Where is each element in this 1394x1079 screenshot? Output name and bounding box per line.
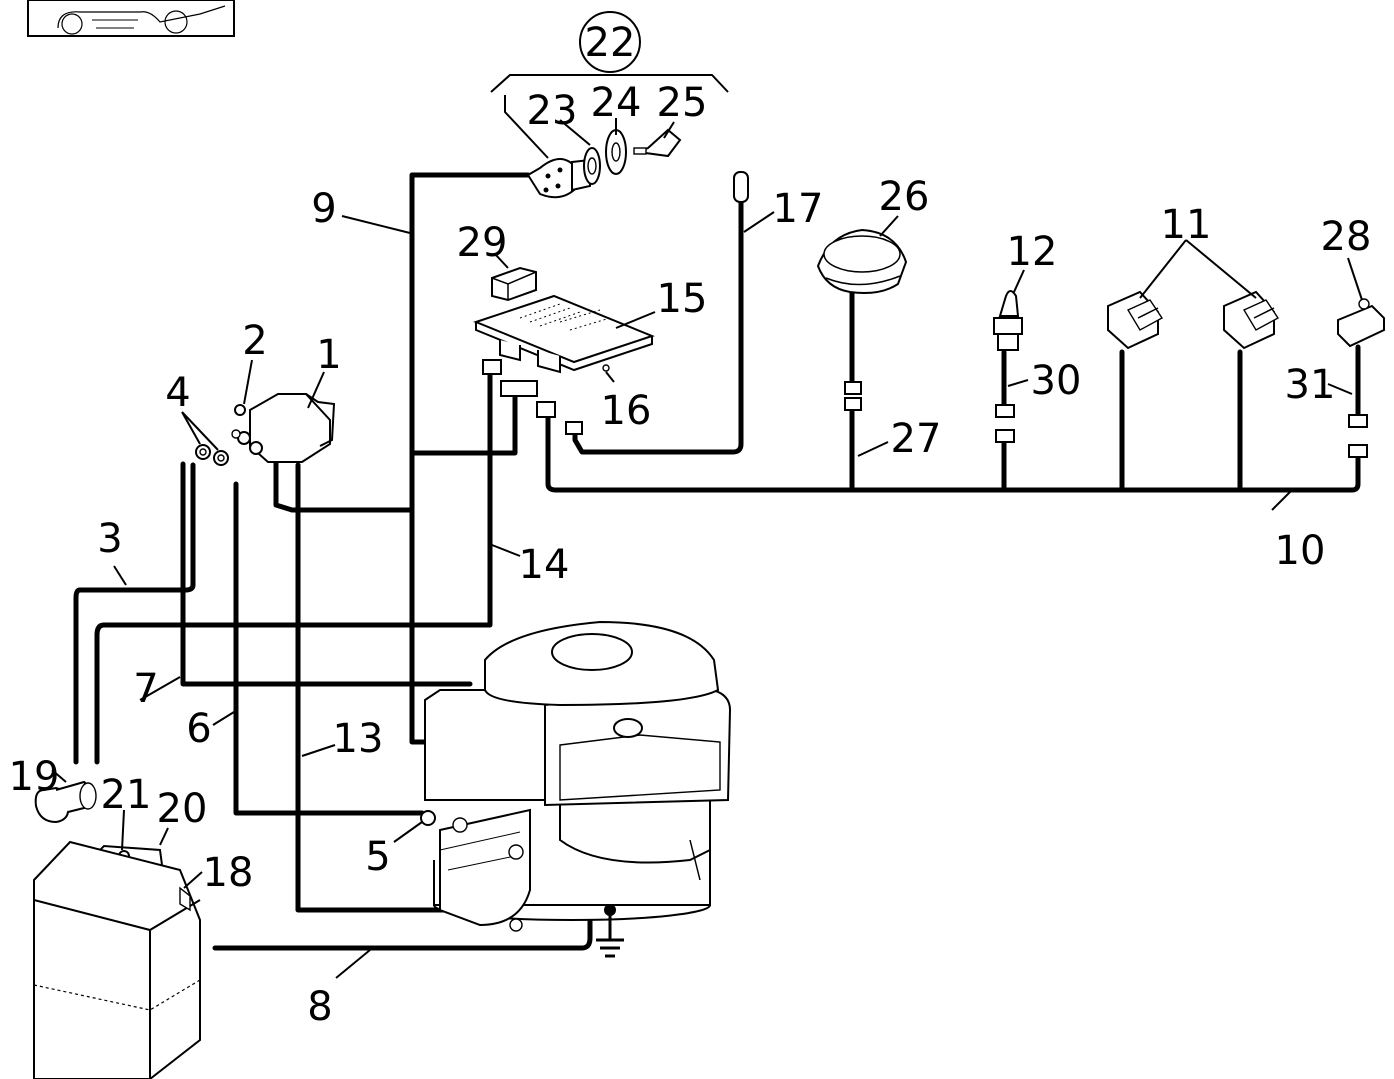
callout-14: 14 <box>519 542 570 588</box>
rocker-switch <box>1223 290 1280 350</box>
tractor-thumbnail-icon <box>27 0 235 37</box>
callout-23: 23 <box>527 88 578 134</box>
callout-28: 28 <box>1321 214 1372 260</box>
wire-harness <box>73 172 1361 951</box>
connector <box>500 380 538 397</box>
connector <box>995 404 1015 418</box>
callout-29: 29 <box>457 220 508 266</box>
callout-10: 10 <box>1275 528 1326 574</box>
callout-19: 19 <box>9 754 60 800</box>
callout-12: 12 <box>1007 229 1058 275</box>
callout-2: 2 <box>242 318 267 364</box>
sensor-probe <box>733 171 749 203</box>
screw <box>234 404 246 416</box>
battery <box>33 840 201 1079</box>
callout-20: 20 <box>157 786 208 832</box>
micro-switch <box>1337 298 1385 348</box>
callout-7: 7 <box>133 666 158 712</box>
callout-4: 4 <box>165 370 190 416</box>
pressure-sender <box>993 290 1023 351</box>
callout-16: 16 <box>601 388 652 434</box>
callout-8: 8 <box>307 984 332 1030</box>
callout-13: 13 <box>333 716 384 762</box>
relay <box>491 266 537 302</box>
ignition-switch-assembly <box>526 128 682 199</box>
horn <box>816 228 908 294</box>
engine <box>424 620 732 932</box>
connector <box>565 421 583 435</box>
callout-9: 9 <box>311 186 336 232</box>
callout-22-circle <box>579 11 641 73</box>
callout-21: 21 <box>101 772 152 818</box>
terminal-cover <box>34 780 97 824</box>
callout-17: 17 <box>773 186 824 232</box>
callout-24: 24 <box>591 80 642 126</box>
connector <box>1348 414 1368 428</box>
connector <box>482 359 502 375</box>
connector <box>536 401 556 418</box>
connector <box>1348 444 1368 458</box>
connector <box>844 397 862 411</box>
callout-3: 3 <box>97 516 122 562</box>
callout-26: 26 <box>879 174 930 220</box>
connector <box>995 429 1015 443</box>
callout-6: 6 <box>186 706 211 752</box>
rocker-switch <box>1107 290 1164 350</box>
callout-22: 22 <box>585 20 636 66</box>
callout-1: 1 <box>316 332 341 378</box>
starter-solenoid <box>231 393 336 463</box>
terminal-nut <box>420 810 436 826</box>
callout-27: 27 <box>891 416 942 462</box>
nut-pair <box>195 444 229 466</box>
callout-5: 5 <box>365 834 390 880</box>
circuit-board <box>473 294 655 374</box>
callout-15: 15 <box>657 276 708 322</box>
ground-icon <box>596 904 624 958</box>
callout-11: 11 <box>1161 202 1212 248</box>
callout-18: 18 <box>203 850 254 896</box>
callout-31: 31 <box>1285 362 1336 408</box>
callout-30: 30 <box>1031 358 1082 404</box>
callout-25: 25 <box>657 80 708 126</box>
connector <box>844 381 862 395</box>
